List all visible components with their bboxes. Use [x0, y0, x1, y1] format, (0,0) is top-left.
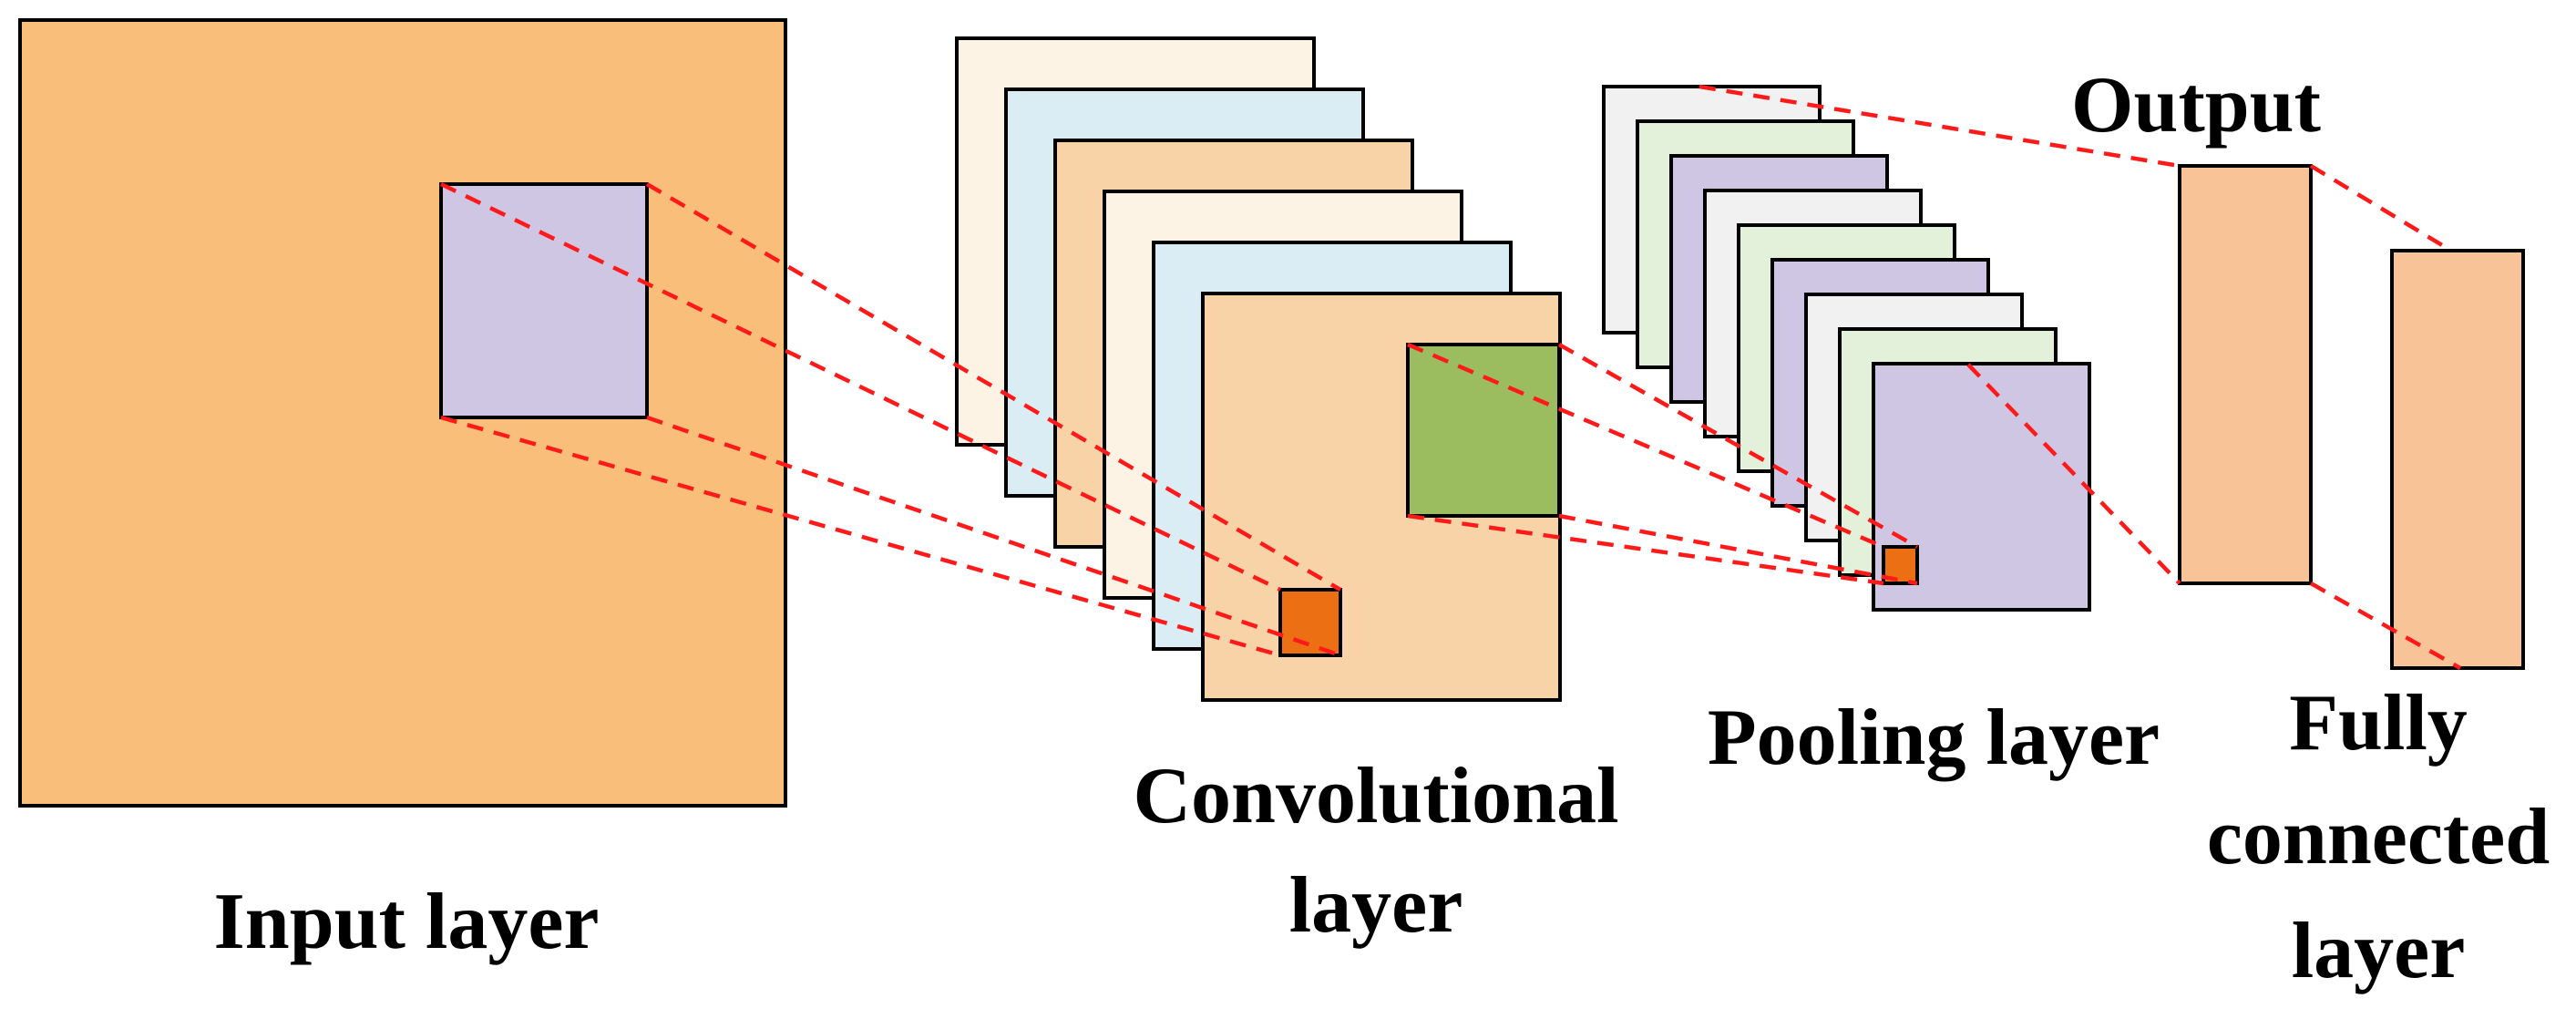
connection-lines	[440, 84, 2462, 670]
connection-line	[646, 415, 1341, 658]
connection-line	[440, 415, 1281, 658]
fully-connected-label-line3: layer	[2292, 907, 2466, 995]
fully-connected-label-line1: Fully	[2289, 679, 2468, 767]
input-layer-group	[18, 18, 787, 808]
convolutional-layer-label-line1: Convolutional	[1133, 752, 1618, 840]
connection-line	[1558, 513, 1918, 586]
connection-line	[1966, 363, 2181, 585]
input-layer-label: Input layer	[214, 878, 600, 966]
connection-line	[440, 181, 1281, 592]
output-label: Output	[2071, 61, 2321, 149]
output-layer	[2178, 164, 2313, 585]
convolutional-feature-maps	[955, 36, 1562, 702]
input-layer	[18, 18, 787, 808]
connection-line	[2309, 164, 2453, 252]
conv-kernel-output	[1278, 588, 1342, 657]
conv-highlights	[1278, 343, 1561, 657]
fully-connected-label-line2: connected	[2207, 793, 2550, 881]
conv-pooling-window	[1406, 343, 1561, 518]
connection-line	[2309, 582, 2462, 670]
connection-line	[645, 182, 1342, 592]
convolutional-layer-label-line2: layer	[1289, 861, 1463, 950]
fully-connected-layer	[2390, 249, 2525, 670]
connection-line	[1407, 342, 1884, 550]
connection-line	[1557, 343, 1919, 549]
pooling-layer-label: Pooling layer	[1708, 694, 2160, 782]
input-receptive-field	[439, 182, 649, 419]
